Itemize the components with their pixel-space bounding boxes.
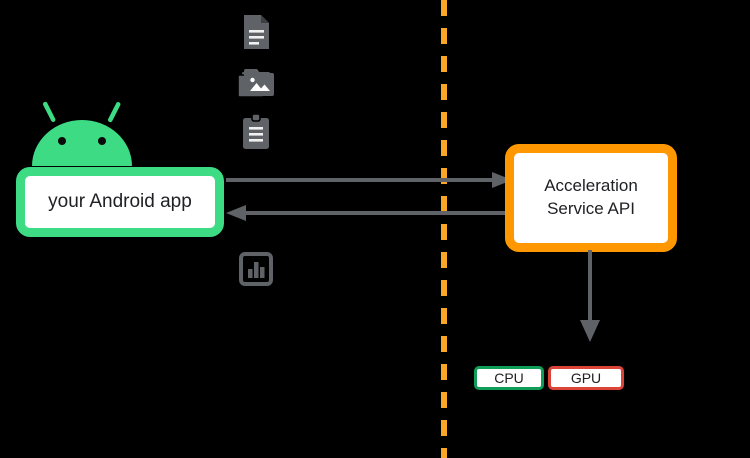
android-robot-logo (24, 96, 140, 174)
your-android-app-box[interactable]: your Android app (16, 167, 224, 237)
photos-icon (236, 63, 276, 103)
api-box-label-line1: Acceleration (544, 176, 638, 196)
process-boundary-divider (441, 0, 447, 458)
arrow-response (226, 205, 514, 221)
document-icon (236, 12, 276, 52)
clipboard-icon (236, 112, 276, 152)
chip-cpu-label: CPU (494, 370, 524, 386)
chip-gpu-label: GPU (570, 370, 602, 386)
api-box-label-line2: Service API (547, 199, 635, 218)
bar-chart-icon (236, 249, 276, 289)
arrow-request (226, 172, 512, 188)
accelerator-chip-cpu[interactable]: CPU (474, 366, 544, 390)
app-box-label: your Android app (48, 190, 192, 212)
api-box-label: Acceleration Service API (544, 175, 638, 221)
accelerator-chip-gpu[interactable]: GPU (548, 366, 624, 390)
acceleration-service-api-box[interactable]: Acceleration Service API (505, 144, 677, 252)
arrow-dispatch (580, 250, 600, 342)
